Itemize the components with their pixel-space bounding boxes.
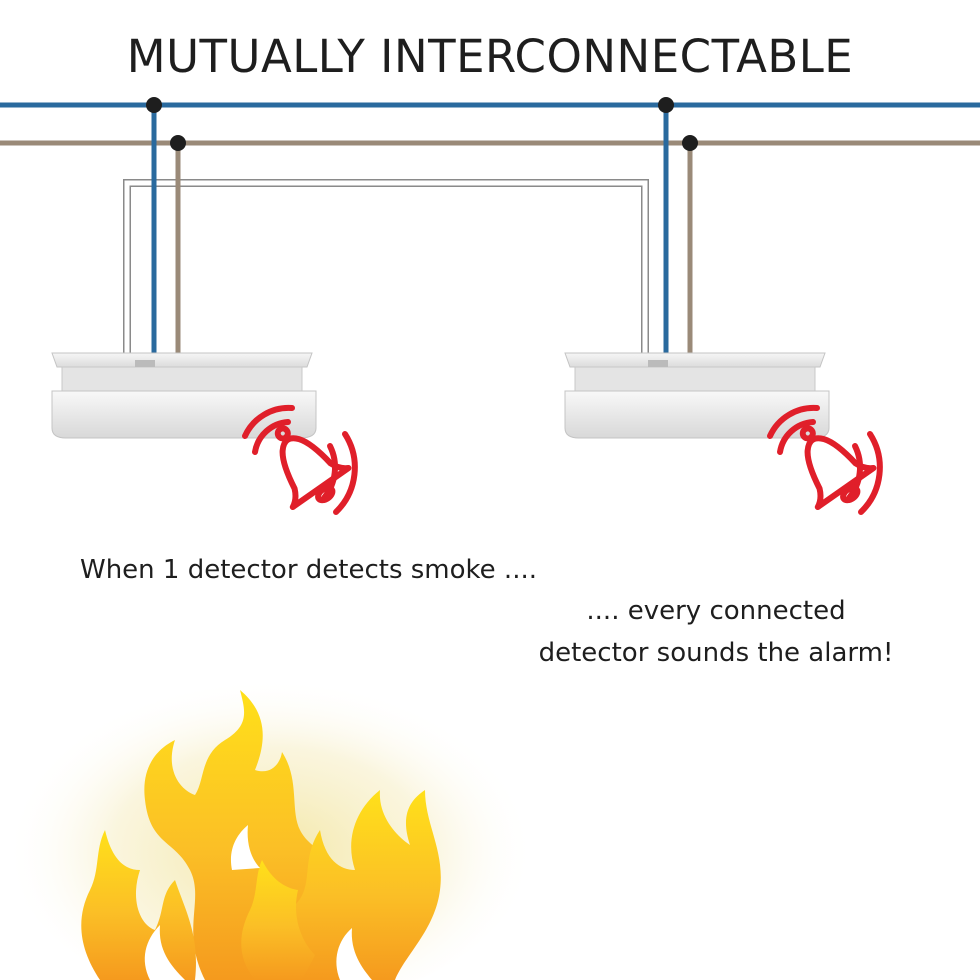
main-wires — [0, 102, 980, 146]
bell-ringing-icon — [767, 404, 883, 515]
caption-result: .... every connected detector sounds the… — [530, 590, 902, 674]
bell-ringing-icon — [242, 404, 358, 515]
caption-result-line2: detector sounds the alarm! — [538, 638, 894, 668]
smoke-detector-icon — [564, 352, 830, 439]
junction-node — [658, 97, 674, 113]
junction-node — [682, 135, 698, 151]
drop-wires-1 — [146, 97, 186, 357]
caption-trigger: When 1 detector detects smoke .... — [80, 555, 537, 585]
drop-wires-2 — [658, 97, 698, 357]
page-title: MUTUALLY INTERCONNECTABLE — [126, 30, 854, 83]
flame-icon — [5, 660, 535, 980]
junction-node — [170, 135, 186, 151]
junction-node — [146, 97, 162, 113]
interconnect-wire — [123, 179, 649, 357]
caption-result-line1: .... every connected — [586, 596, 846, 626]
